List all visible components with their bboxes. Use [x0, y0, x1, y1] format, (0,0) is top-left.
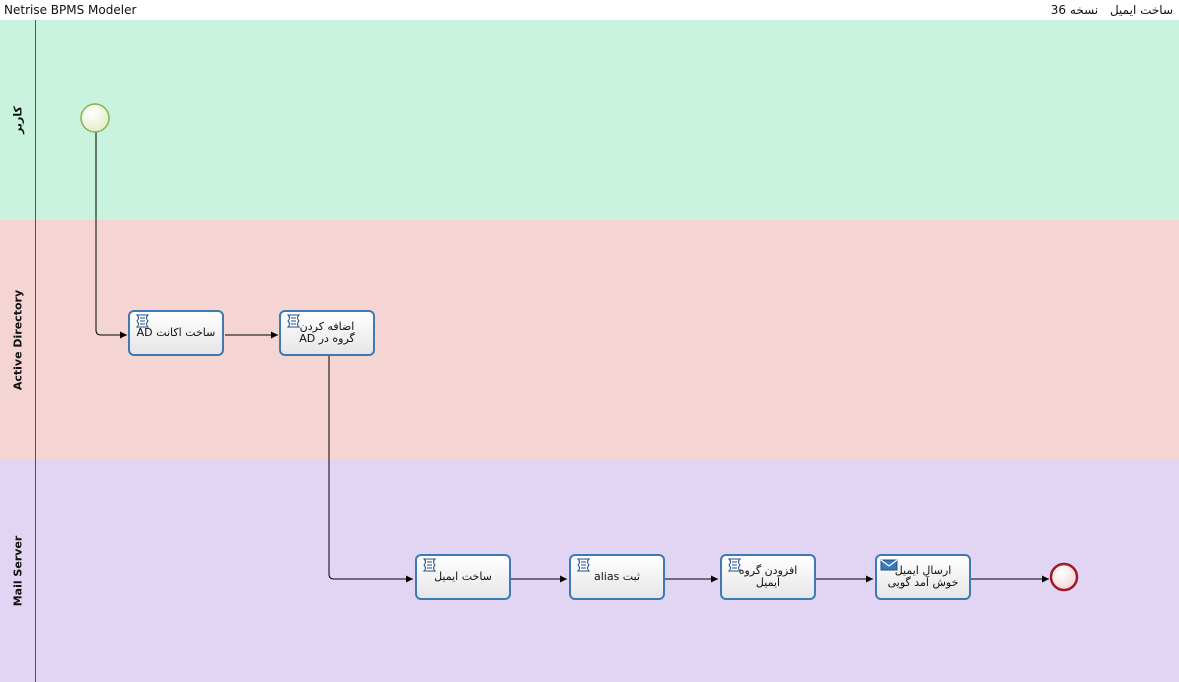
script-task-icon	[286, 314, 301, 328]
task-label: ارسال ایمیل خوش آمد گویی	[887, 564, 959, 589]
task-create-ad-account[interactable]: ساخت اکانت AD	[128, 310, 224, 356]
task-add-email-group[interactable]: افزودن گروه ایمیل	[720, 554, 816, 600]
script-task-icon	[727, 558, 742, 572]
lane-header: کاربر	[0, 20, 36, 220]
lane-user[interactable]: کاربر	[0, 20, 1179, 220]
script-task-icon	[576, 558, 591, 572]
app-title: Netrise BPMS Modeler	[4, 3, 137, 17]
document-title: ساخت ایمیل نسخه 36	[1043, 3, 1173, 17]
task-label: اضافه کردن گروه در AD	[299, 320, 355, 345]
start-event[interactable]	[80, 103, 110, 133]
task-send-welcome-email[interactable]: ارسال ایمیل خوش آمد گویی	[875, 554, 971, 600]
task-label: افزودن گروه ایمیل	[738, 564, 798, 589]
task-label: ثبت alias	[593, 570, 640, 583]
sequence-flow[interactable]	[95, 132, 127, 339]
end-event[interactable]	[1049, 562, 1079, 592]
title-bar: Netrise BPMS Modeler ساخت ایمیل نسخه 36	[0, 0, 1179, 20]
task-label: ساخت ایمیل	[434, 570, 492, 583]
script-task-icon	[422, 558, 437, 572]
script-task-icon	[135, 314, 150, 328]
task-label: ساخت اکانت AD	[136, 326, 216, 339]
process-name: ساخت ایمیل	[1109, 3, 1173, 17]
lane-header: Active Directory	[0, 220, 36, 460]
task-add-group-in-ad[interactable]: اضافه کردن گروه در AD	[279, 310, 375, 356]
task-create-email[interactable]: ساخت ایمیل	[415, 554, 511, 600]
sequence-flow[interactable]	[328, 356, 413, 583]
task-register-alias[interactable]: ثبت alias	[569, 554, 665, 600]
lane-header: Mail Server	[0, 460, 36, 682]
version-label: نسخه 36	[1050, 3, 1099, 17]
send-mail-task-icon	[880, 559, 898, 571]
